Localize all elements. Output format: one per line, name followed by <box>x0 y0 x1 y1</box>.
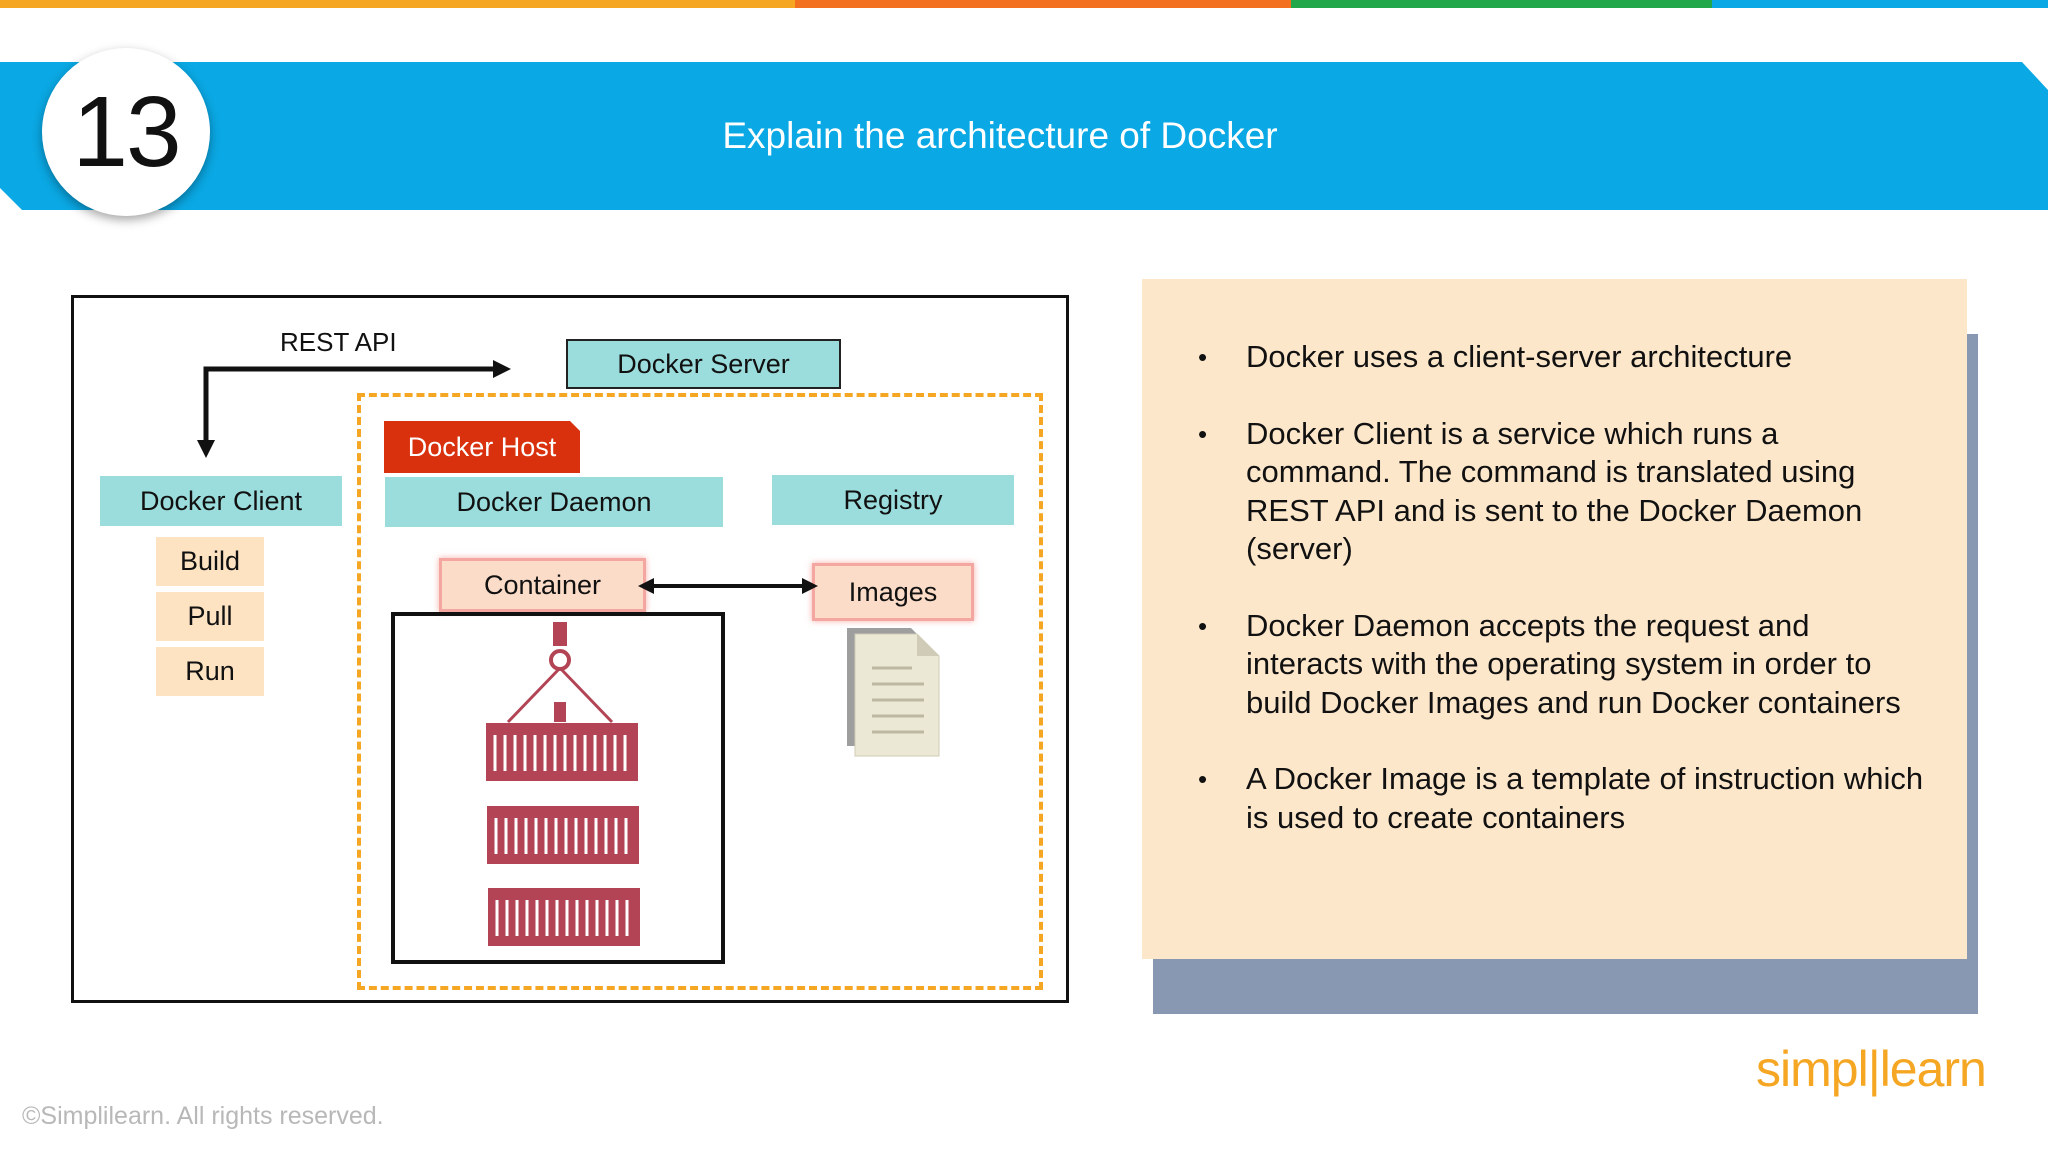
pull-command: Pull <box>156 592 264 641</box>
shipping-container-3 <box>488 888 640 946</box>
images-box: Images <box>812 563 974 621</box>
arrowhead-left <box>638 578 654 594</box>
strip-orange <box>0 0 795 8</box>
bullet-item: • Docker uses a client-server architectur… <box>1190 338 1930 377</box>
shipping-container-2 <box>487 806 639 864</box>
logo-separator-icon: | <box>1867 1041 1881 1097</box>
strip-red-orange <box>795 0 1291 8</box>
info-bullets: • Docker uses a client-server architectur… <box>1190 338 1930 875</box>
bullet-dot: • <box>1198 342 1208 372</box>
bullet-dot: • <box>1198 764 1208 794</box>
bullet-item: • Docker Client is a service which runs a… <box>1190 415 1930 569</box>
title-banner <box>0 62 2048 210</box>
document-icon <box>847 628 940 757</box>
copyright-text: ©Simplilearn. All rights reserved. <box>22 1102 384 1130</box>
logo-left: simpl <box>1756 1041 1869 1097</box>
docker-host-tab: Docker Host <box>384 421 580 473</box>
arrowhead-right <box>802 578 818 594</box>
bullet-text: Docker Client is a service which runs a … <box>1246 415 1863 567</box>
build-command: Build <box>156 537 264 586</box>
bullet-dot: • <box>1198 418 1208 449</box>
container-box: Container <box>439 558 646 612</box>
rest-api-arrowhead-right <box>493 360 511 378</box>
strip-green <box>1291 0 1712 8</box>
bullet-dot: • <box>1198 610 1208 641</box>
run-command: Run <box>156 647 264 696</box>
docker-client-box: Docker Client <box>100 476 342 526</box>
bullet-text: Docker Daemon accepts the request and in… <box>1246 607 1901 720</box>
slide-title-text: Explain the architecture of Docker <box>722 115 1278 156</box>
crane-containers-icon <box>486 622 640 946</box>
registry-box: Registry <box>772 475 1014 525</box>
bullet-text: A Docker Image is a template of instruct… <box>1246 761 1924 835</box>
slide-number: 13 <box>72 75 181 188</box>
container-area <box>391 612 725 964</box>
bullet-text: Docker uses a client-server architecture <box>1246 339 1793 374</box>
bullet-item: • Docker Daemon accepts the request and i… <box>1190 607 1930 723</box>
slide-number-badge: 13 <box>42 48 210 216</box>
info-panel <box>1142 279 1967 959</box>
simplilearn-logo: simpl|learn <box>1756 1040 1987 1098</box>
rest-api-label: REST API <box>280 327 397 357</box>
slide-title: Explain the architecture of Docker <box>0 62 2048 210</box>
docker-host-boundary <box>357 393 1043 990</box>
rest-api-arrow <box>203 366 505 450</box>
bullet-item: • A Docker Image is a template of instruc… <box>1190 760 1930 837</box>
rest-api-arrowhead-down <box>197 440 215 458</box>
docker-daemon-box: Docker Daemon <box>385 477 723 527</box>
shipping-container-1 <box>486 723 638 781</box>
architecture-diagram <box>71 295 1069 1003</box>
docker-server-box: Docker Server <box>566 339 841 389</box>
top-color-strip <box>0 0 2048 8</box>
logo-right: learn <box>1879 1041 1987 1097</box>
strip-blue <box>1712 0 2048 8</box>
